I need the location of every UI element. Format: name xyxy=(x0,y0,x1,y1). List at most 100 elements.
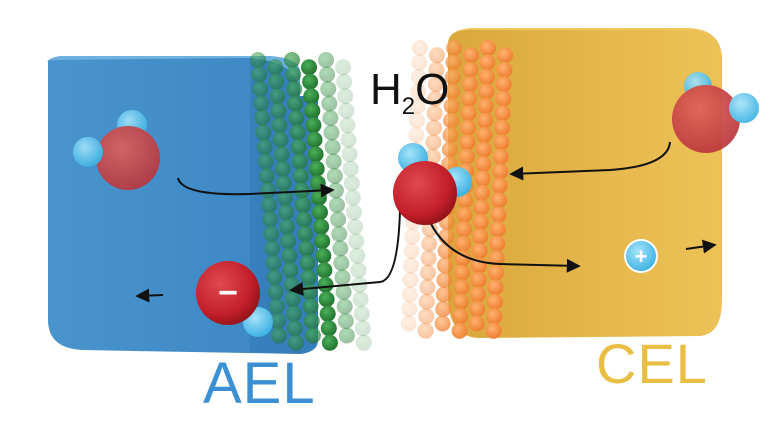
cation-charge-sign: + xyxy=(635,244,648,269)
membrane-bead xyxy=(281,247,298,264)
membrane-bead xyxy=(452,308,469,325)
membrane-bead xyxy=(316,262,333,279)
membrane-bead xyxy=(443,112,459,129)
membrane-bead xyxy=(473,199,490,216)
membrane-bead xyxy=(319,305,336,322)
membrane-bead xyxy=(335,59,351,76)
membrane-bead xyxy=(420,250,437,267)
arrow-cation-exit xyxy=(685,239,717,254)
membrane-bead xyxy=(274,160,291,177)
membrane-bead xyxy=(254,110,271,126)
membrane-bead xyxy=(272,131,289,148)
membrane-bead xyxy=(257,153,274,170)
membrane-bead xyxy=(336,298,353,315)
membrane-bead xyxy=(403,243,420,259)
membrane-bead xyxy=(427,76,444,93)
membrane-bead xyxy=(451,322,468,339)
membrane-bead xyxy=(337,88,354,105)
membrane-bead xyxy=(278,204,294,221)
membrane-bead xyxy=(335,284,352,300)
membrane-bead xyxy=(348,233,365,250)
membrane-bead xyxy=(251,66,268,83)
water-molecule-ael xyxy=(73,110,160,190)
membrane-bead xyxy=(469,301,486,317)
membrane-bead xyxy=(266,269,283,286)
water-formula-label: H2O xyxy=(370,65,450,120)
membrane-bead xyxy=(299,255,316,271)
membrane-bead xyxy=(472,214,489,230)
membrane-bead xyxy=(426,105,443,122)
membrane-bead xyxy=(477,98,494,114)
membrane-bead xyxy=(303,88,320,105)
membrane-bead xyxy=(488,250,505,267)
membrane-bead xyxy=(493,134,510,151)
cel-label: CEL xyxy=(596,332,708,395)
membrane-bead xyxy=(300,269,317,286)
membrane-bead xyxy=(250,52,266,68)
membrane-bead xyxy=(321,334,338,351)
membrane-bead xyxy=(276,189,293,206)
membrane-bead xyxy=(400,315,417,332)
membrane-bead xyxy=(267,59,283,76)
membrane-bead xyxy=(444,83,461,100)
membrane-bead xyxy=(280,233,297,250)
water-molecule-cel xyxy=(672,72,759,153)
membrane-bead xyxy=(282,262,299,279)
membrane-bead xyxy=(255,124,272,141)
membrane-bead xyxy=(489,221,506,238)
membrane-bead xyxy=(271,117,288,134)
membrane-bead xyxy=(444,69,461,85)
membrane-bead xyxy=(458,148,475,165)
hydroxide-ion: − xyxy=(196,261,273,337)
membrane-bead xyxy=(460,119,476,136)
membrane-bead xyxy=(329,197,345,213)
membrane-bead xyxy=(322,110,339,126)
membrane-bead xyxy=(496,61,513,78)
membrane-bead xyxy=(462,61,479,78)
membrane-bead xyxy=(489,235,506,252)
membrane-bead xyxy=(460,105,477,122)
membrane-bead xyxy=(261,197,277,213)
membrane-bead xyxy=(421,221,438,238)
membrane-bead xyxy=(333,255,350,271)
membrane-bead xyxy=(321,95,338,112)
membrane-bead xyxy=(437,243,454,259)
membrane-bead xyxy=(269,313,286,329)
membrane-bead xyxy=(428,61,445,78)
membrane-bead xyxy=(317,276,334,293)
membrane-bead xyxy=(429,47,445,64)
membrane-bead xyxy=(355,334,372,351)
membrane-bead xyxy=(312,204,328,221)
membrane-bead xyxy=(267,284,284,300)
membrane-bead xyxy=(485,322,502,339)
membrane-bead xyxy=(286,320,303,337)
membrane-bead xyxy=(402,272,419,288)
membrane-bead xyxy=(401,301,418,317)
membrane-bead xyxy=(435,301,452,317)
membrane-bead xyxy=(319,66,336,83)
membrane-bead xyxy=(412,40,428,56)
arrow-cation-to-cel xyxy=(429,221,581,273)
membrane-bead xyxy=(441,141,458,158)
membrane-bead xyxy=(270,102,287,119)
membrane-bead xyxy=(461,90,478,107)
membrane-bead xyxy=(461,76,478,93)
membrane-bead xyxy=(298,240,315,257)
hydrogen-atom xyxy=(73,137,103,167)
arrow-anion-exit xyxy=(135,288,164,303)
membrane-bead xyxy=(336,73,353,90)
membrane-bead xyxy=(353,305,370,322)
membrane-bead xyxy=(494,105,511,122)
ael-label: AEL xyxy=(203,351,316,416)
membrane-bead xyxy=(253,95,270,112)
membrane-bead xyxy=(403,257,419,274)
membrane-bead xyxy=(301,284,318,300)
membrane-bead xyxy=(486,293,503,310)
membrane-bead xyxy=(306,131,323,148)
membrane-bead xyxy=(320,320,337,337)
membrane-bead xyxy=(490,206,507,223)
membrane-bead xyxy=(318,291,335,308)
membrane-bead xyxy=(455,235,472,252)
membrane-bead xyxy=(259,182,276,199)
